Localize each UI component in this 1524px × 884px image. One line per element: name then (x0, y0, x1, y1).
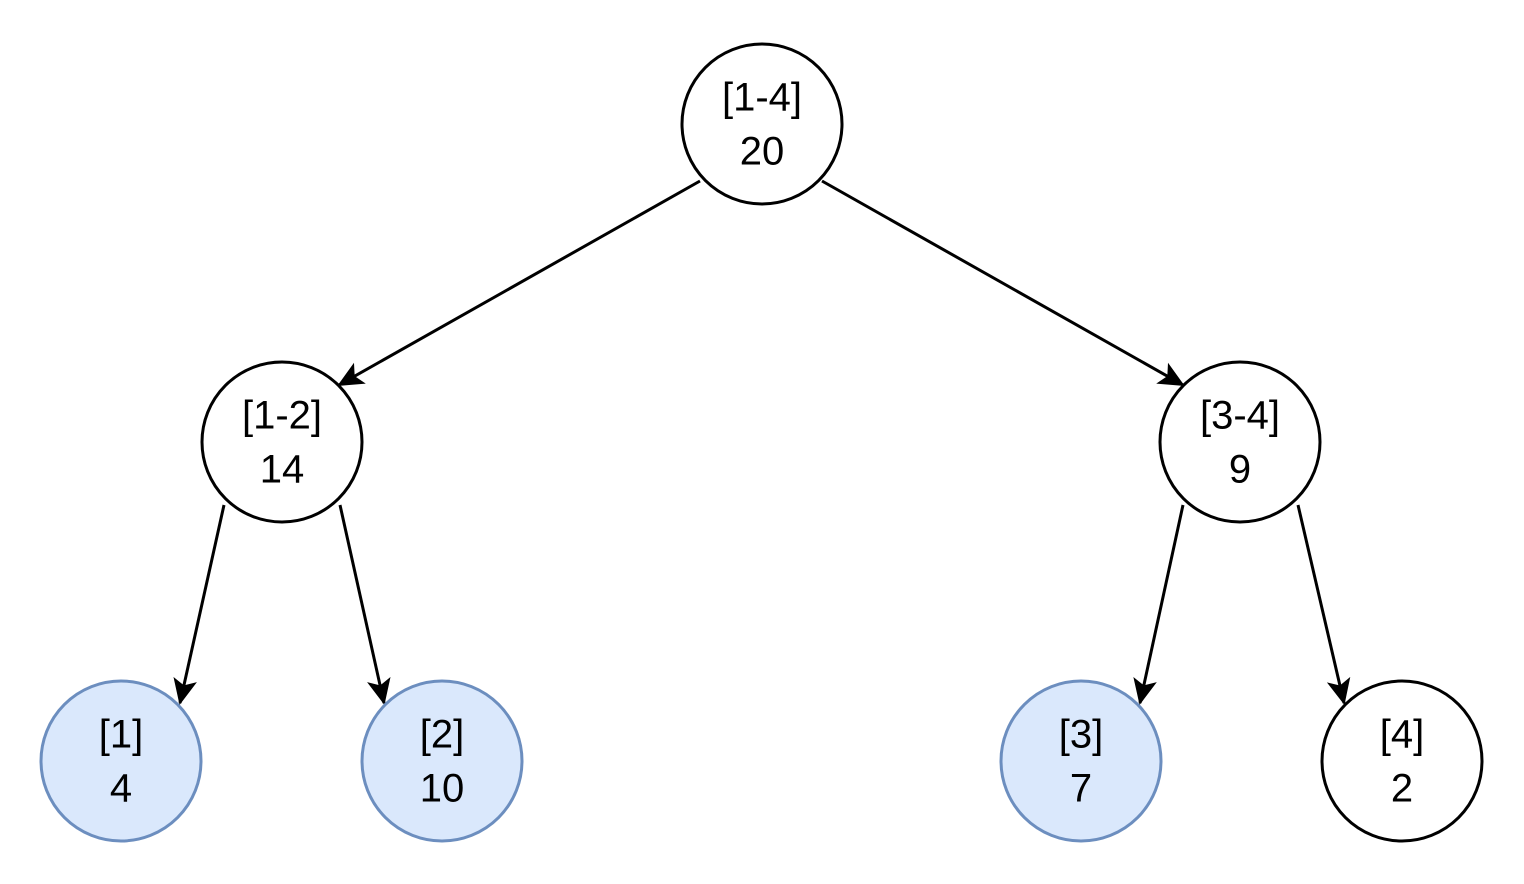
edge-n14-to-n34 (821, 179, 1185, 387)
node-circle (200, 360, 364, 524)
node-circle (1158, 360, 1322, 524)
node-sum-value: 7 (1070, 767, 1092, 811)
node-sum-value: 9 (1229, 448, 1251, 492)
tree-node-n12: [1-2] 14 (200, 360, 364, 524)
node-sum-value: 14 (260, 448, 305, 492)
node-range-label: [2] (420, 713, 464, 757)
node-sum-value: 2 (1391, 767, 1413, 811)
edge-n12-to-n2 (338, 504, 391, 705)
node-circle (39, 679, 203, 843)
edge-n14-to-n12 (337, 179, 701, 387)
node-circle (360, 679, 524, 843)
edges-layer (173, 179, 1351, 705)
node-circle (1320, 679, 1484, 843)
tree-node-n34: [3-4] 9 (1158, 360, 1322, 524)
node-range-label: [3-4] (1200, 394, 1280, 438)
node-range-label: [3] (1059, 713, 1103, 757)
nodes-layer: [1-4]20[1-2]14[3-4]9[1]4[2]10[3]7[4]2 (39, 42, 1484, 843)
node-circle (680, 42, 844, 206)
node-range-label: [1-4] (722, 76, 802, 120)
edge-n34-to-n4 (1296, 504, 1351, 705)
node-range-label: [1] (99, 713, 143, 757)
tree-node-n3: [3]7 (999, 679, 1163, 843)
node-range-label: [4] (1380, 713, 1424, 757)
tree-node-n1: [1]4 (39, 679, 203, 843)
node-range-label: [1-2] (242, 394, 322, 438)
node-sum-value: 20 (740, 130, 785, 174)
edge-n12-to-n1 (173, 504, 226, 705)
tree-node-n4: [4]2 (1320, 679, 1484, 843)
node-sum-value: 10 (420, 767, 465, 811)
tree-node-n2: [2]10 (360, 679, 524, 843)
node-sum-value: 4 (110, 767, 132, 811)
edge-n34-to-n3 (1133, 504, 1185, 705)
node-circle (999, 679, 1163, 843)
tree-node-n14: [1-4] 20 (680, 42, 844, 206)
